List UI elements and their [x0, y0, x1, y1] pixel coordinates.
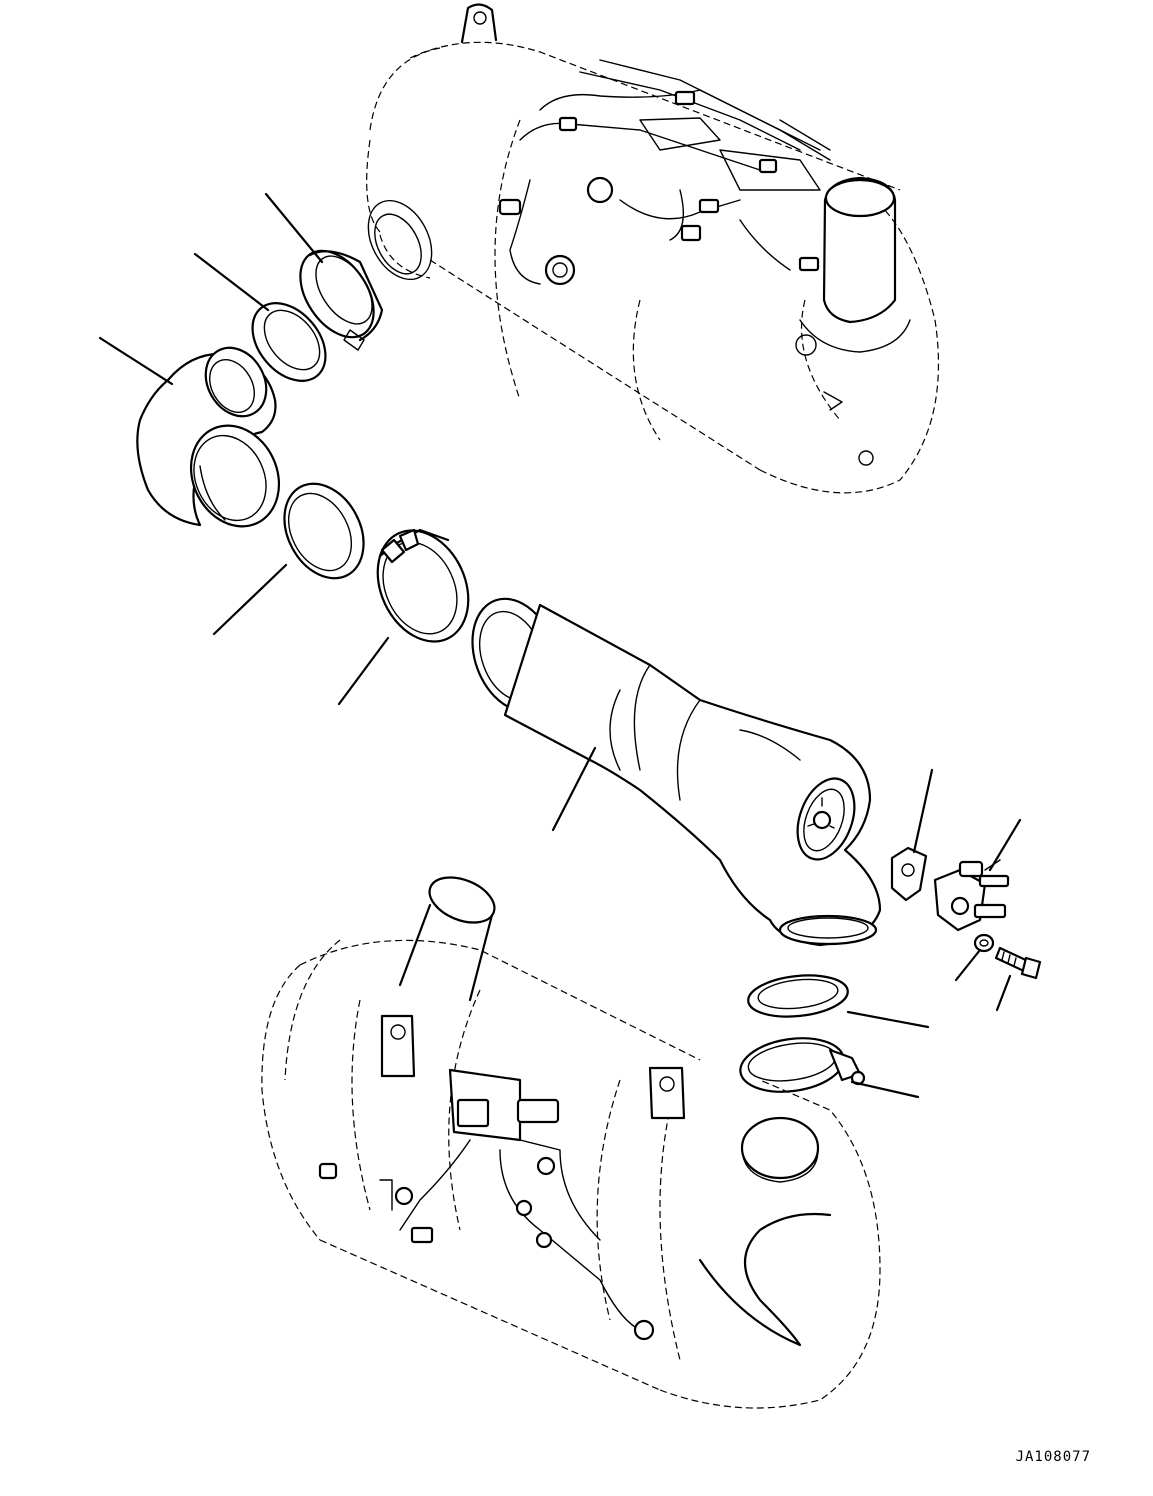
gasket-ring-lower [747, 974, 849, 1018]
upper-muffler-assembly [366, 3, 940, 494]
band-clamp-upper [299, 249, 384, 351]
sensor-valve [933, 859, 1010, 932]
bolt [994, 946, 1042, 980]
gasket-ring-middle [283, 482, 365, 580]
gasket-ring-upper [251, 302, 327, 382]
mounting-plate [890, 846, 928, 902]
band-clamp-middle [376, 528, 470, 643]
washer [973, 933, 995, 953]
drawing-code-label: JA108077 [1015, 1449, 1091, 1465]
catalyst-tube-assembly [471, 597, 882, 947]
leader-lines [98, 192, 1022, 1099]
lower-muffler-assembly [261, 876, 881, 1409]
elbow-pipe [136, 346, 281, 528]
band-clamp-lower [739, 1037, 866, 1093]
